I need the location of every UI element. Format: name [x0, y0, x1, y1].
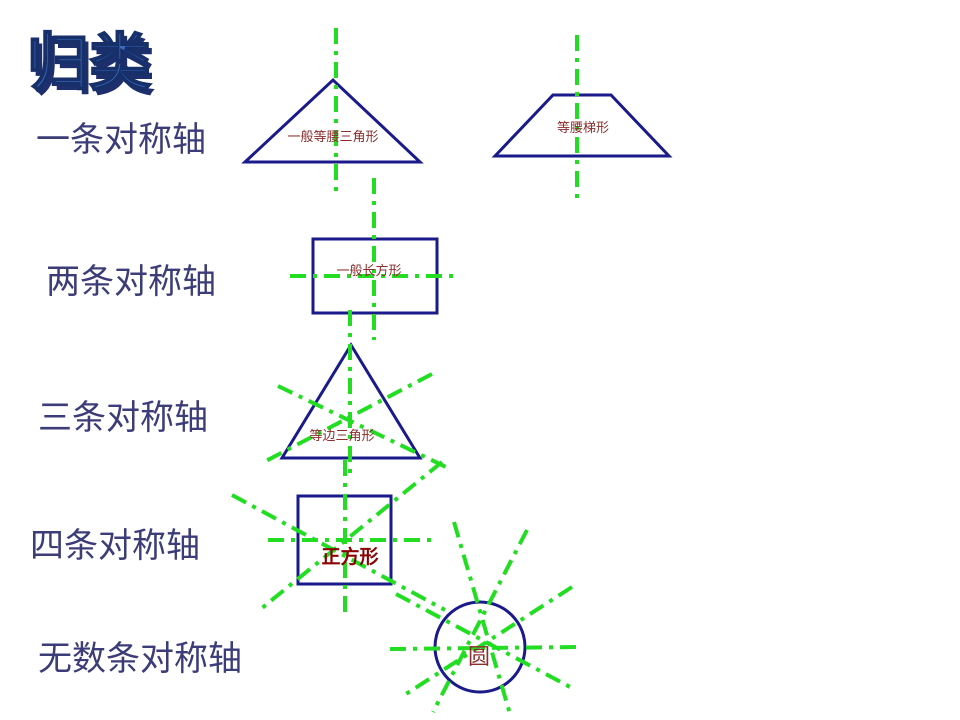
isosceles-triangle-shape [241, 77, 424, 164]
axis-line [231, 493, 446, 612]
title-shadow: 归类 [31, 31, 155, 104]
label-three-axes: 三条对称轴 [38, 398, 208, 438]
label-one-axis: 一条对称轴 [36, 120, 206, 160]
axis-line [431, 529, 529, 713]
square-label: 正方形 [321, 545, 378, 568]
label-two-axes: 两条对称轴 [46, 262, 216, 302]
axis-line [277, 384, 449, 470]
isosceles-triangle-label: 一般等腰三角形 [287, 129, 378, 145]
equilateral-triangle-label: 等边三角形 [309, 428, 374, 444]
rectangle-label: 一般长方形 [336, 263, 401, 279]
axis-line [263, 372, 433, 464]
circle-label: 圆 [468, 645, 490, 670]
isosceles-trapezoid-shape [491, 93, 673, 158]
title-wordart: 归类 归类 [26, 25, 155, 104]
axis-line [452, 521, 512, 715]
label-infinite-axes: 无数条对称轴 [38, 639, 242, 679]
isosceles-trapezoid-label: 等腰梯形 [557, 120, 609, 136]
axis-line [260, 460, 444, 610]
axis-line [395, 592, 573, 690]
label-four-axes: 四条对称轴 [30, 526, 200, 566]
title-text: 归类 [27, 26, 151, 99]
